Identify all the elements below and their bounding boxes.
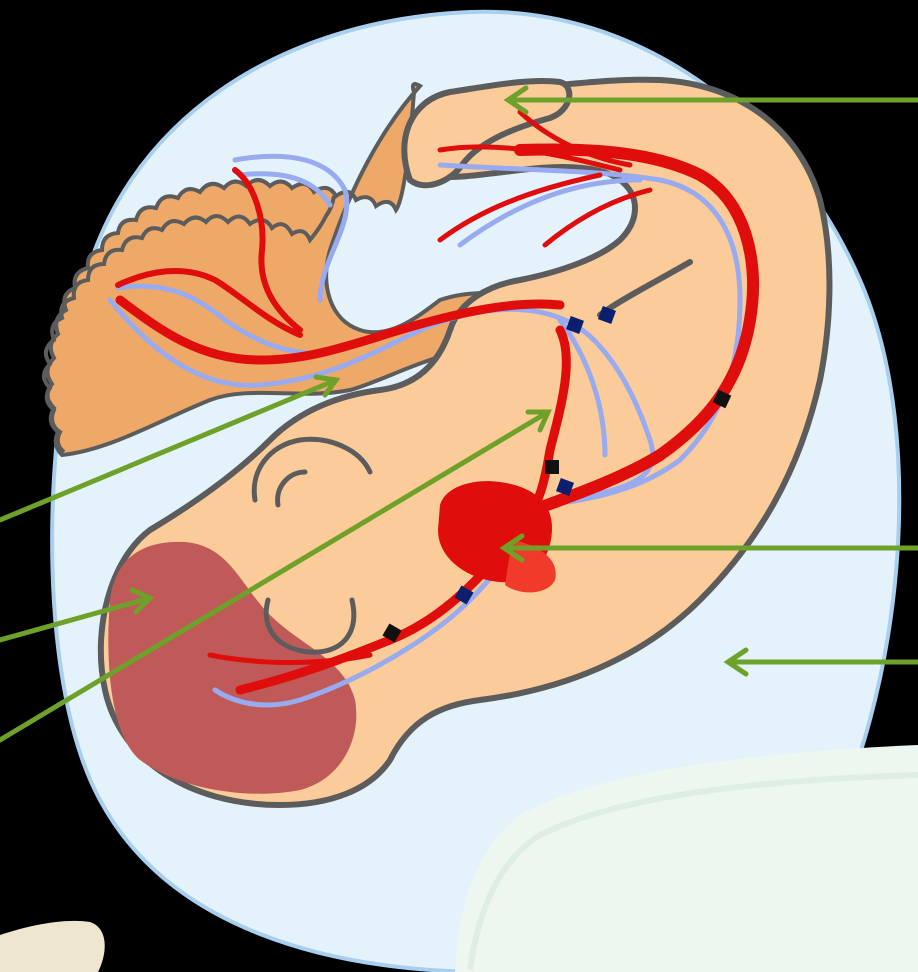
embryo-circulation-diagram: [0, 0, 918, 972]
diagram-canvas: [0, 0, 918, 972]
